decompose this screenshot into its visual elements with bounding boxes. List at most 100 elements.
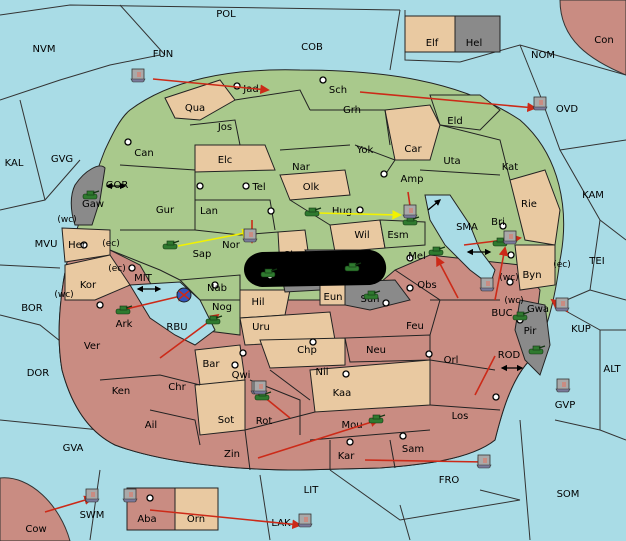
tank-icon[interactable] (512, 311, 530, 321)
ship-icon[interactable] (252, 380, 268, 395)
label-esm: Esm (387, 230, 408, 241)
region-byn[interactable] (514, 244, 556, 291)
tank-icon[interactable] (260, 268, 278, 278)
label-chp: Chp (297, 345, 317, 356)
canal-arrows (105, 182, 524, 372)
region-kor[interactable] (64, 254, 131, 301)
tank-icon[interactable] (363, 290, 381, 300)
region-rie[interactable] (509, 169, 561, 246)
label-sap: Sap (193, 249, 212, 260)
label-neu: Neu (366, 345, 386, 356)
label-gvp: GVP (555, 400, 576, 411)
order-arrow (317, 210, 402, 220)
label-kup: KUP (571, 324, 591, 335)
tank-icon[interactable] (402, 216, 420, 226)
label-aba: Aba (137, 514, 156, 525)
ship-icon[interactable] (479, 277, 495, 292)
tank-icon[interactable] (115, 305, 133, 315)
label-byn: Byn (522, 270, 541, 281)
sea-borders (0, 4, 626, 541)
label-alt: ALT (603, 364, 621, 375)
region-neu[interactable] (344, 334, 431, 363)
label-bar: Bar (202, 359, 220, 370)
label-kat: Kat (502, 162, 519, 173)
region-aba[interactable] (126, 487, 176, 531)
label-yok: Yok (356, 145, 374, 156)
order-arrow (152, 78, 270, 95)
label-ost: Ost (315, 254, 332, 265)
label-chr: Chr (168, 382, 186, 393)
label-gvg: GVG (51, 154, 73, 165)
tank-icon[interactable] (205, 315, 223, 325)
label-tei: TEI (588, 256, 604, 267)
region-elc[interactable] (194, 144, 276, 173)
label-qwi: Qwi (232, 370, 251, 381)
region-qua[interactable] (164, 79, 236, 121)
label-ver: Ver (84, 341, 101, 352)
tank-icon[interactable] (82, 190, 100, 200)
label-nvm: NVM (33, 44, 56, 55)
label-con: Con (594, 35, 613, 46)
label-obs: Obs (417, 280, 436, 291)
label-eld: Eld (447, 116, 462, 127)
units (82, 68, 571, 528)
ship-icon[interactable] (532, 96, 548, 111)
tank-icon[interactable] (304, 207, 322, 217)
ship-icon[interactable] (555, 378, 571, 393)
label-los: Los (452, 411, 469, 422)
ship-icon[interactable] (476, 454, 492, 469)
label-nom: NOM (531, 50, 555, 61)
region-borders (99, 89, 511, 471)
region-sot[interactable] (194, 379, 246, 436)
label-cow: Cow (25, 524, 46, 535)
ship-icon[interactable] (122, 488, 138, 503)
label-orn: Orn (187, 514, 205, 525)
ship-icon[interactable] (297, 513, 313, 528)
label-can: Can (134, 148, 153, 159)
label-sam: Sam (402, 444, 424, 455)
label-orl: Orl (444, 355, 459, 366)
water-mit (129, 281, 216, 346)
tank-icon[interactable] (344, 262, 362, 272)
label-elf: Elf (426, 38, 439, 49)
ship-icon[interactable] (554, 297, 570, 312)
label-sch: Sch (329, 85, 347, 96)
ship-icon[interactable] (502, 230, 518, 245)
label-kor: Kor (80, 280, 97, 291)
order-arrow (436, 256, 459, 299)
label-jos: Jos (217, 122, 232, 133)
label-ark: Ark (116, 319, 133, 330)
label-nil: Nil (315, 367, 328, 378)
tank-icon[interactable] (428, 246, 446, 256)
region-hil[interactable] (239, 289, 291, 319)
ship-icon[interactable] (242, 228, 258, 243)
ship-icon[interactable] (402, 204, 418, 219)
label-wc-her: (wc) (57, 215, 76, 225)
label-lan: Lan (200, 206, 218, 217)
label-mou: Mou (341, 420, 362, 431)
label-bor: BOR (21, 303, 43, 314)
tank-icon[interactable] (528, 345, 546, 355)
ship-icon[interactable] (130, 68, 146, 83)
label-wil: Wil (354, 230, 369, 241)
supply-centres (80, 76, 524, 502)
ship-icon[interactable] (84, 488, 100, 503)
label-ec-kor: (ec) (108, 264, 126, 274)
region-hel[interactable] (454, 15, 501, 53)
label-grh: Grh (343, 105, 361, 116)
label-her: Her (68, 240, 87, 251)
label-nog: Nog (212, 302, 232, 313)
region-olk[interactable] (279, 169, 351, 201)
order-arrow (177, 228, 252, 247)
region-chp[interactable] (259, 337, 346, 369)
label-car: Car (404, 144, 422, 155)
label-eun: Eun (324, 292, 343, 303)
tank-icon[interactable] (368, 414, 386, 424)
tank-icon[interactable] (162, 240, 180, 250)
label-bri: Bri (491, 217, 505, 228)
order-arrow (359, 91, 537, 113)
order-arrow (474, 355, 496, 396)
region-car[interactable] (384, 104, 441, 161)
